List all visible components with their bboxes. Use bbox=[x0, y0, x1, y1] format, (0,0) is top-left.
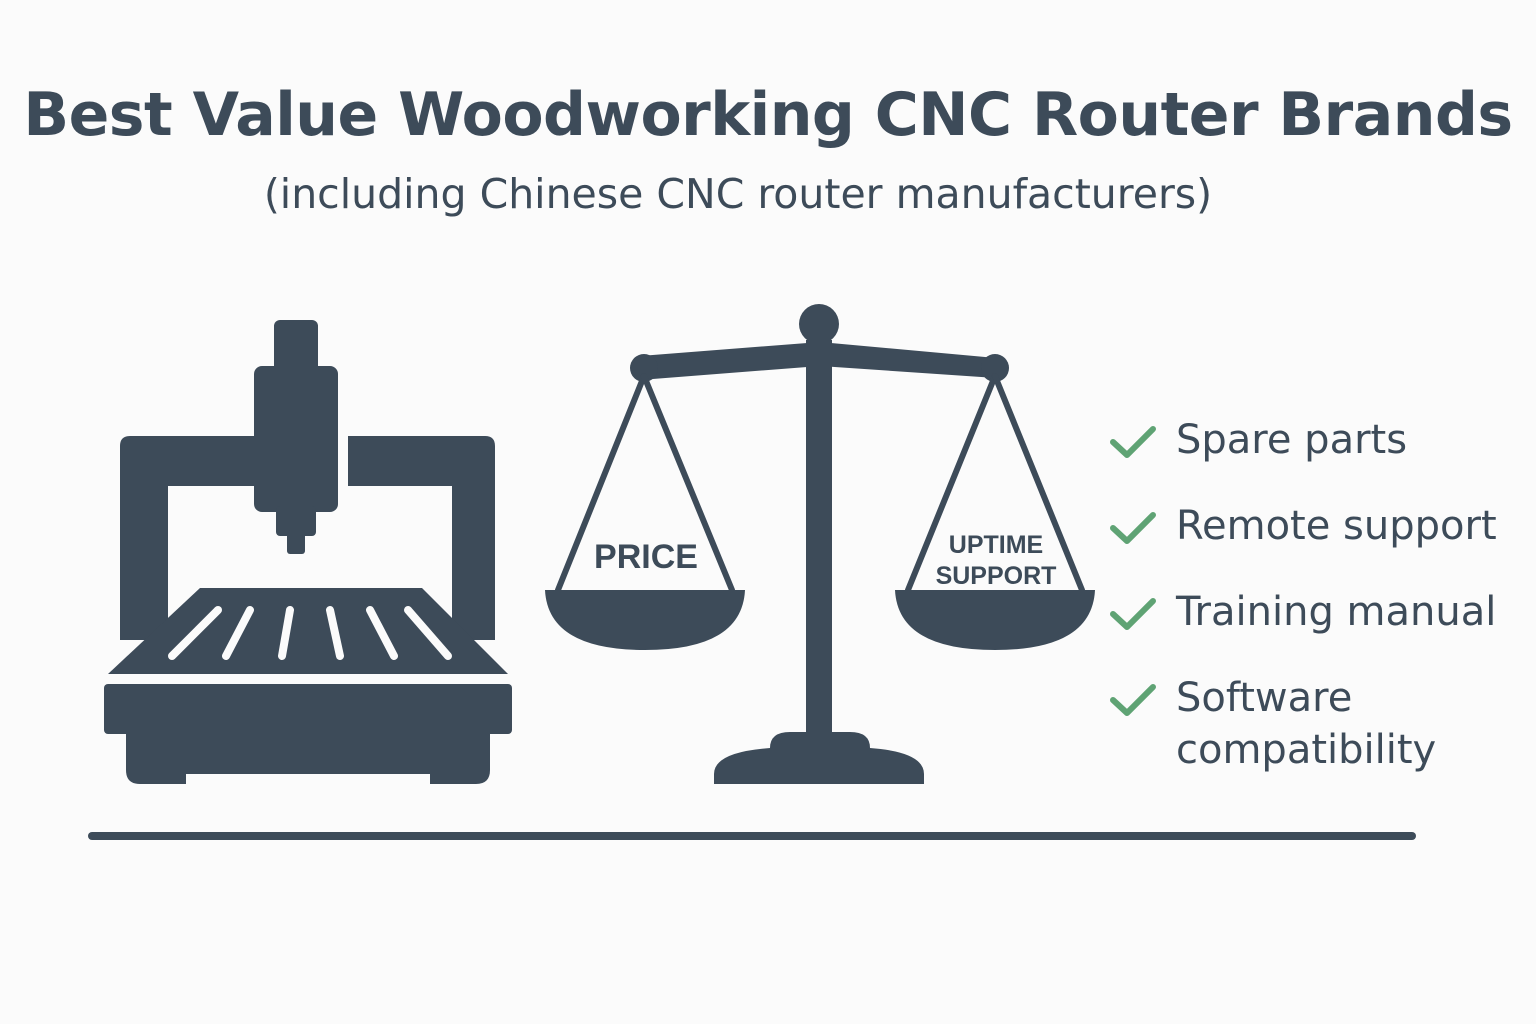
list-item-label: Remote support bbox=[1176, 503, 1497, 549]
right-pan-label-line1: UPTIME bbox=[949, 531, 1043, 559]
list-item: Remote support bbox=[1108, 500, 1528, 552]
list-item-label: Spare parts bbox=[1176, 417, 1408, 463]
list-item: Spare parts bbox=[1108, 414, 1528, 466]
list-item: Training manual bbox=[1108, 586, 1528, 638]
check-icon bbox=[1110, 512, 1156, 544]
check-icon bbox=[1110, 684, 1156, 716]
left-pan-label: PRICE bbox=[594, 538, 698, 576]
right-pan-label-line2: SUPPORT bbox=[936, 562, 1057, 590]
cnc-router-icon bbox=[104, 320, 512, 786]
feature-checklist: Spare parts Remote support Training manu… bbox=[1108, 414, 1528, 810]
list-item-label: Training manual bbox=[1176, 589, 1497, 635]
list-item: Software compatibility bbox=[1108, 672, 1528, 776]
check-icon bbox=[1110, 426, 1156, 458]
check-icon bbox=[1110, 598, 1156, 630]
balance-scale-icon: PRICE UPTIME SUPPORT bbox=[545, 304, 1095, 784]
page-title: Best Value Woodworking CNC Router Brands bbox=[23, 80, 1513, 150]
list-item-label: Software compatibility bbox=[1176, 675, 1437, 773]
page-subtitle: (including Chinese CNC router manufactur… bbox=[263, 170, 1213, 218]
